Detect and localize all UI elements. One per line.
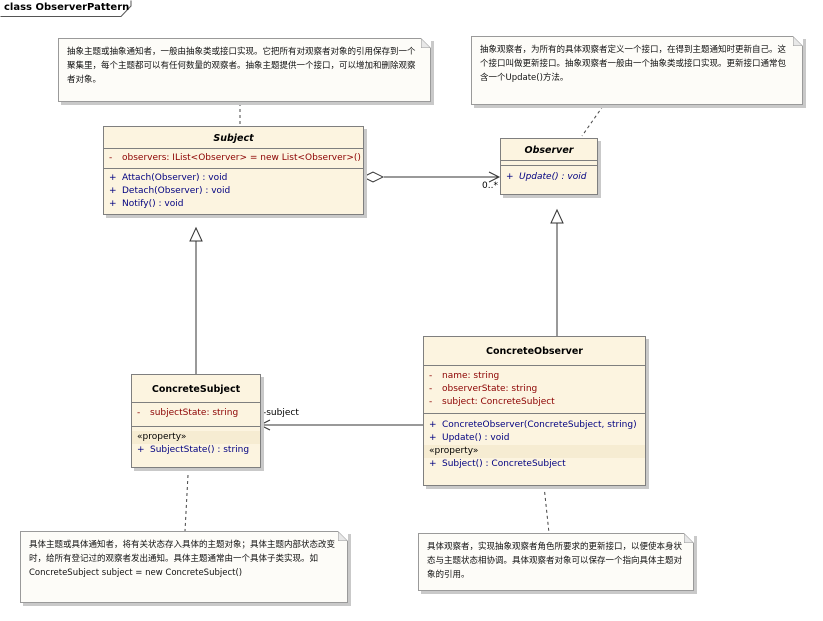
attributes-compartment: - name: string - observerState: string -… xyxy=(424,366,645,414)
operation-row[interactable]: + Update() : void xyxy=(501,171,597,184)
operation-text: Attach(Observer) : void xyxy=(122,173,228,183)
operation-text: Detach(Observer) : void xyxy=(122,186,231,196)
attributes-compartment xyxy=(501,161,597,166)
class-name: ConcreteSubject xyxy=(132,375,260,403)
visibility-marker: + xyxy=(506,172,514,182)
operations-compartment: «property» + SubjectState() : string xyxy=(132,427,260,467)
generalization-concrete-subject xyxy=(189,226,203,374)
class-subject[interactable]: Subject - observers: IList<Observer> = n… xyxy=(103,126,364,215)
generalization-concrete-observer xyxy=(550,208,564,336)
attribute-text: observerState: string xyxy=(442,384,538,394)
visibility-marker: + xyxy=(137,445,145,455)
property-stereotype: «property» xyxy=(132,431,260,444)
attribute-text: observers: IList<Observer> = new List<Ob… xyxy=(122,153,361,163)
visibility-marker: + xyxy=(429,433,437,443)
attributes-compartment: - subjectState: string xyxy=(132,403,260,427)
operation-row[interactable]: + Notify() : void xyxy=(104,198,363,211)
attribute-row[interactable]: - subjectState: string xyxy=(132,407,260,420)
note-fold-icon xyxy=(793,36,803,46)
visibility-marker: + xyxy=(429,420,437,430)
attribute-row[interactable]: - observers: IList<Observer> = new List<… xyxy=(104,152,363,165)
concrete-subject-note-text: 具体主题或具体通知者，将有关状态存入具体的主题对象；具体主题内部状态改变时，给所… xyxy=(29,540,336,578)
operation-row[interactable]: + SubjectState() : string xyxy=(132,444,260,457)
observer-note-anchor xyxy=(581,105,604,137)
property-stereotype: «property» xyxy=(424,445,645,458)
operations-compartment: + Attach(Observer) : void + Detach(Obser… xyxy=(104,169,363,214)
visibility-marker: - xyxy=(137,408,141,418)
operation-text: ConcreteObserver(ConcreteSubject, string… xyxy=(442,420,637,430)
class-concrete-subject[interactable]: ConcreteSubject - subjectState: string «… xyxy=(131,374,261,468)
attributes-compartment: - observers: IList<Observer> = new List<… xyxy=(104,149,363,169)
class-name: ConcreteObserver xyxy=(424,337,645,366)
visibility-marker: - xyxy=(429,384,433,394)
operation-row[interactable]: + Subject() : ConcreteSubject xyxy=(424,458,645,471)
operations-compartment: + ConcreteObserver(ConcreteSubject, stri… xyxy=(424,414,645,485)
observer-note[interactable]: 抽象观察者，为所有的具体观察者定义一个接口，在得到主题通知时更新自己。这个接口叫… xyxy=(471,36,803,105)
operation-row[interactable]: + Update() : void xyxy=(424,432,645,445)
attribute-row[interactable]: - observerState: string xyxy=(424,383,645,396)
subject-note-text: 抽象主题或抽象通知者，一般由抽象类或接口实现。它把所有对观察者对象的引用保存到一… xyxy=(67,47,416,85)
observer-note-text: 抽象观察者，为所有的具体观察者定义一个接口，在得到主题通知时更新自己。这个接口叫… xyxy=(480,45,787,83)
attribute-text: subjectState: string xyxy=(150,408,239,418)
concrete-observer-note-anchor xyxy=(543,485,550,534)
concrete-subject-note[interactable]: 具体主题或具体通知者，将有关状态存入具体的主题对象；具体主题内部状态改变时，给所… xyxy=(20,531,348,603)
class-concrete-observer[interactable]: ConcreteObserver - name: string - observ… xyxy=(423,336,646,486)
multiplicity-label: 0..* xyxy=(482,181,498,191)
operations-compartment: + Update() : void xyxy=(501,166,597,194)
operation-row[interactable]: + ConcreteObserver(ConcreteSubject, stri… xyxy=(424,419,645,432)
association-role-label: -subject xyxy=(263,408,299,418)
visibility-marker: + xyxy=(109,199,117,209)
attribute-row[interactable]: - name: string xyxy=(424,370,645,383)
frame-title: class ObserverPattern xyxy=(4,2,130,13)
operation-text: Subject() : ConcreteSubject xyxy=(442,459,566,469)
visibility-marker: + xyxy=(109,186,117,196)
class-observer[interactable]: Observer + Update() : void xyxy=(500,138,598,195)
operation-text: SubjectState() : string xyxy=(150,445,250,455)
note-fold-icon xyxy=(421,38,431,48)
note-fold-icon xyxy=(338,531,348,541)
subject-note[interactable]: 抽象主题或抽象通知者，一般由抽象类或接口实现。它把所有对观察者对象的引用保存到一… xyxy=(58,38,431,102)
note-fold-icon xyxy=(684,533,694,543)
visibility-marker: - xyxy=(109,153,113,163)
frame-tab-outline xyxy=(0,0,132,17)
operation-row[interactable]: + Detach(Observer) : void xyxy=(104,185,363,198)
operation-text: Update() : void xyxy=(442,433,510,443)
attribute-text: name: string xyxy=(442,371,500,381)
concrete-observer-note[interactable]: 具体观察者，实现抽象观察者角色所要求的更新接口，以便使本身状态与主题状态相协调。… xyxy=(418,533,694,591)
visibility-marker: + xyxy=(429,459,437,469)
attribute-row[interactable]: - subject: ConcreteSubject xyxy=(424,396,645,409)
class-name: Observer xyxy=(501,139,597,161)
visibility-marker: - xyxy=(429,397,433,407)
concrete-subject-note-anchor xyxy=(184,474,189,532)
attribute-text: subject: ConcreteSubject xyxy=(442,397,555,407)
operation-row[interactable]: + Attach(Observer) : void xyxy=(104,172,363,185)
aggregation-subject-observer xyxy=(361,171,501,183)
visibility-marker: + xyxy=(109,173,117,183)
class-name: Subject xyxy=(104,127,363,149)
operation-text: Update() : void xyxy=(519,172,587,182)
visibility-marker: - xyxy=(429,371,433,381)
concrete-observer-note-text: 具体观察者，实现抽象观察者角色所要求的更新接口，以便使本身状态与主题状态相协调。… xyxy=(427,542,683,580)
operation-text: Notify() : void xyxy=(122,199,184,209)
association-subject xyxy=(258,419,423,431)
